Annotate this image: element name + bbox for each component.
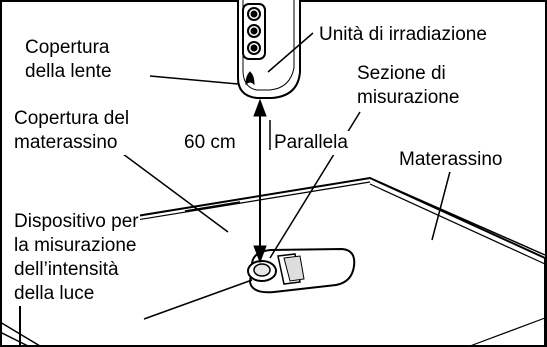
label-mattress: Materassino: [398, 148, 504, 172]
label-irradiation-unit: Unità di irradiazione: [318, 23, 488, 47]
irradiation-unit-shape: [237, 0, 301, 99]
label-measuring-section: Sezione di misurazione: [356, 62, 461, 110]
label-lens-cover: Copertura della lente: [24, 36, 113, 84]
label-distance: 60 cm: [183, 131, 237, 155]
distance-arrow: [253, 98, 267, 264]
label-light-meter: Dispositivo per la misurazione dell’inte…: [13, 210, 140, 306]
light-meter-device: [247, 247, 356, 294]
label-mattress-cover: Copertura del materassino: [13, 107, 131, 155]
label-parallel: Parallela: [273, 131, 349, 155]
leader-lines: [122, 32, 454, 320]
